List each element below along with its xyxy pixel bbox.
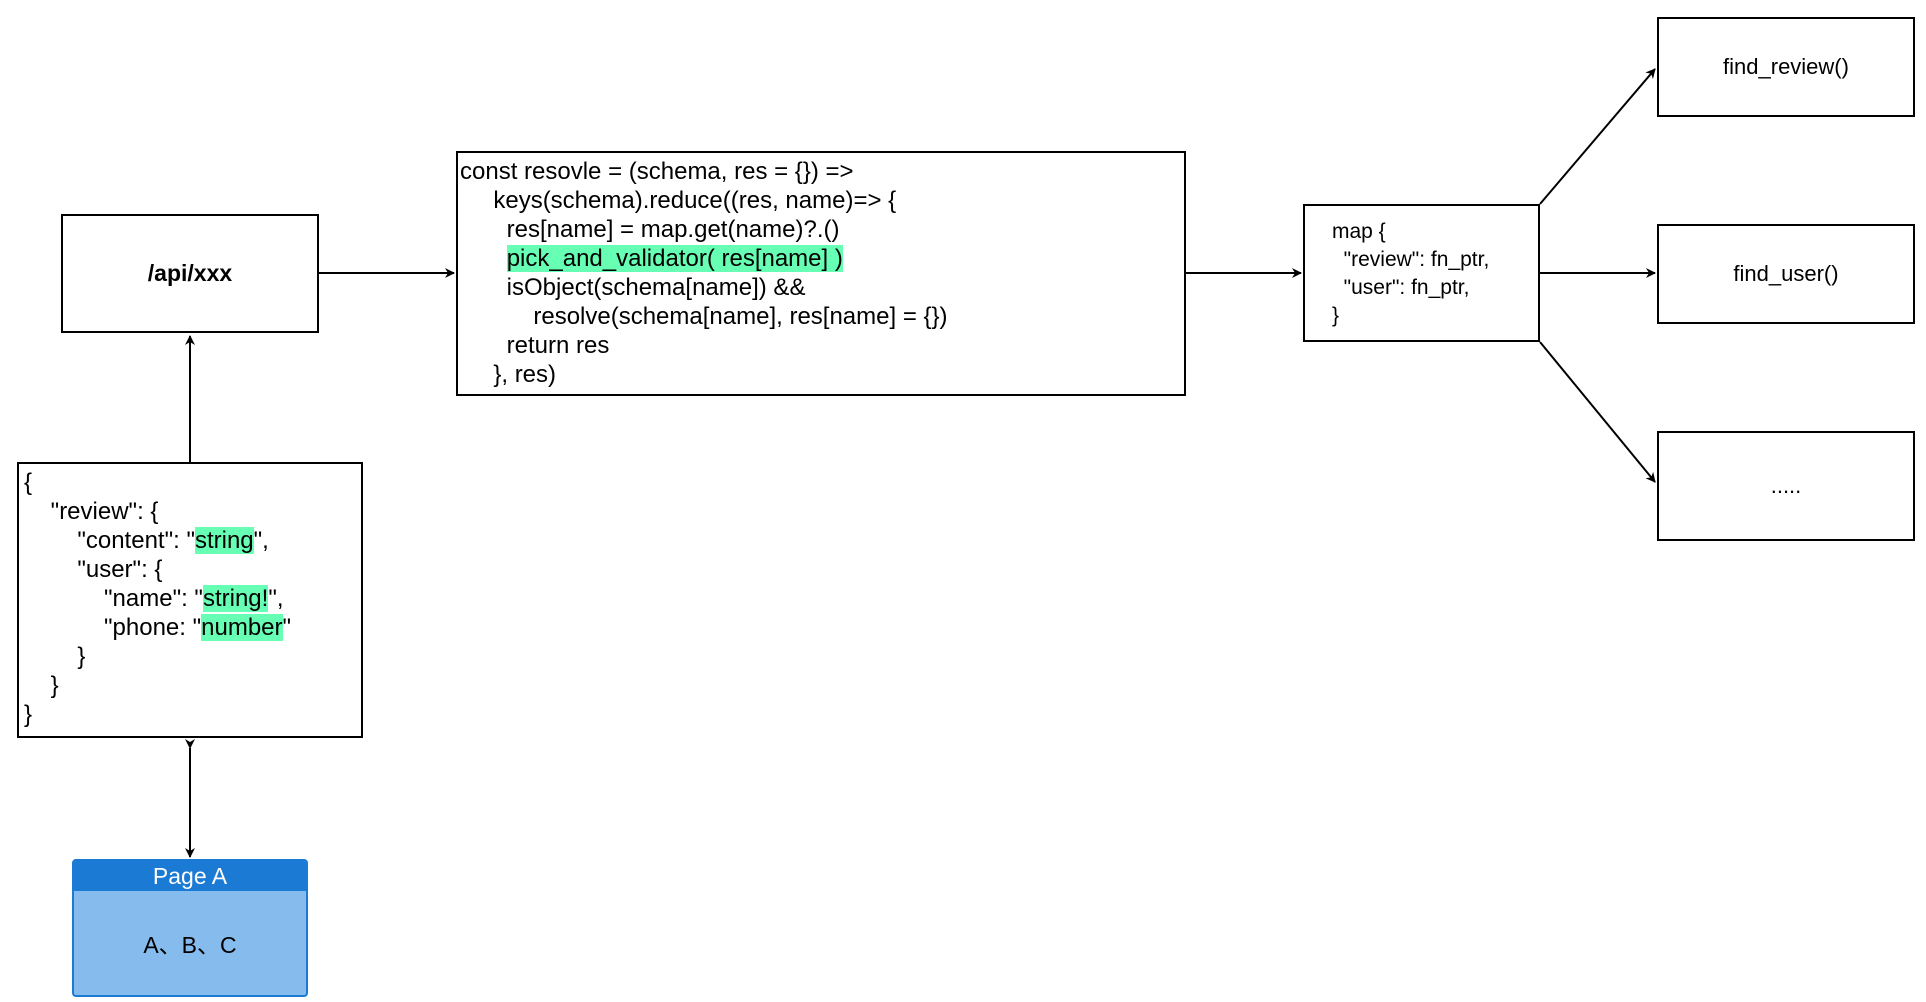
api-endpoint-label: /api/xxx <box>147 260 233 286</box>
page-a-title: Page A <box>74 861 306 891</box>
resolve-line: keys(schema).reduce((res, name)=> { <box>460 186 1184 215</box>
find-user-box: find_user() <box>1657 224 1915 324</box>
schema-line-text: "content": " <box>24 527 195 554</box>
resolve-line-text: return res <box>460 332 610 359</box>
resolve-line-text: const resovle = (schema, res = {}) => <box>460 158 854 185</box>
schema-line: "review": { <box>24 497 361 526</box>
schema-code: { "review": { "content": "string", "user… <box>24 468 361 729</box>
find-review-label: find_review() <box>1723 54 1849 79</box>
map-line: "user": fn_ptr, <box>1332 276 1470 299</box>
find-user-label: find_user() <box>1733 261 1839 286</box>
more-box: ..... <box>1657 431 1915 541</box>
schema-line-text: "name": " <box>24 585 203 612</box>
schema-line-text: "phone: " <box>24 614 202 641</box>
resolve-line-text: resolve(schema[name], res[name] = {}) <box>460 303 948 330</box>
resolve-line: pick_and_validator( res[name] ) <box>460 244 1184 273</box>
schema-line: "phone: "number" <box>24 613 361 642</box>
schema-line: "user": { <box>24 555 361 584</box>
resolve-line: const resovle = (schema, res = {}) => <box>460 157 1184 186</box>
map-line: "review": fn_ptr, <box>1332 248 1490 271</box>
schema-highlight: string! <box>202 585 269 612</box>
resolve-function-box: const resovle = (schema, res = {}) => ke… <box>456 151 1186 396</box>
schema-line-text: } <box>24 701 33 728</box>
schema-line: "name": "string!", <box>24 584 361 613</box>
schema-line-text: " <box>282 614 292 641</box>
schema-box: { "review": { "content": "string", "user… <box>17 462 363 738</box>
resolve-line: }, res) <box>460 360 1184 389</box>
resolve-line: resolve(schema[name], res[name] = {}) <box>460 302 1184 331</box>
map-line: map { <box>1332 220 1386 243</box>
page-a-content: A、B、C <box>143 932 237 958</box>
api-endpoint-box: /api/xxx <box>61 214 319 333</box>
resolve-highlight: pick_and_validator( res[name] ) <box>506 245 843 272</box>
schema-line-text: "user": { <box>24 556 163 583</box>
schema-line: { <box>24 468 361 497</box>
find-review-box: find_review() <box>1657 17 1915 117</box>
map-code: map { "review": fn_ptr, "user": fn_ptr,} <box>1332 218 1538 330</box>
resolve-line: res[name] = map.get(name)?.() <box>460 215 1184 244</box>
resolve-line-text: isObject(schema[name]) && <box>460 274 806 301</box>
schema-line: } <box>24 700 361 729</box>
schema-line-text: } <box>24 643 86 670</box>
resolve-code: const resovle = (schema, res = {}) => ke… <box>460 157 1184 389</box>
schema-highlight: string <box>194 527 254 554</box>
resolve-line-text: }, res) <box>460 361 557 388</box>
resolve-line-text <box>460 245 507 272</box>
arrow-map-to-more <box>1539 341 1656 483</box>
schema-line-text: } <box>24 672 59 699</box>
schema-line: "content": "string", <box>24 526 361 555</box>
schema-line: } <box>24 642 361 671</box>
resolve-line: return res <box>460 331 1184 360</box>
arrow-map-to-find-review <box>1539 68 1656 205</box>
schema-highlight: number <box>201 614 283 641</box>
schema-line-text: ", <box>253 527 269 554</box>
resolve-line-text: res[name] = map.get(name)?.() <box>460 216 840 243</box>
schema-line-text: "review": { <box>24 498 159 525</box>
schema-line: } <box>24 671 361 700</box>
map-box: map { "review": fn_ptr, "user": fn_ptr,} <box>1303 204 1540 342</box>
resolve-line-text: keys(schema).reduce((res, name)=> { <box>460 187 897 214</box>
schema-line-text: ", <box>268 585 284 612</box>
map-line: } <box>1332 304 1340 327</box>
schema-line-text: { <box>24 469 33 496</box>
page-a-card[interactable]: Page A A、B、C <box>72 859 308 997</box>
resolve-line: isObject(schema[name]) && <box>460 273 1184 302</box>
more-label: ..... <box>1770 473 1802 498</box>
